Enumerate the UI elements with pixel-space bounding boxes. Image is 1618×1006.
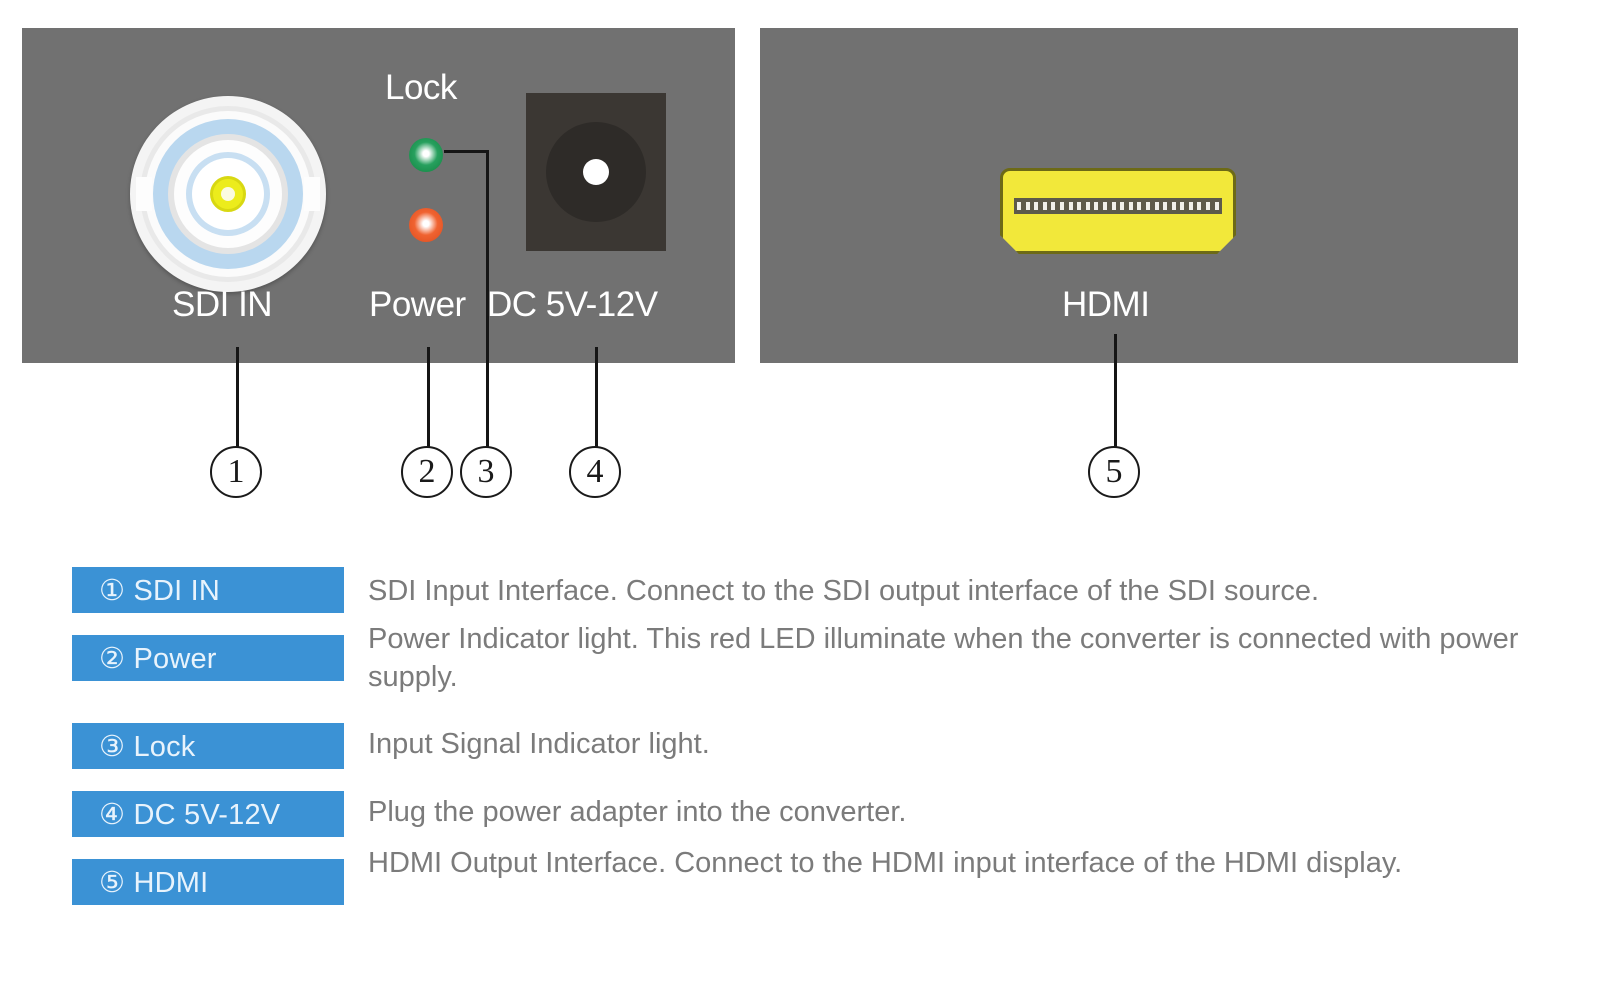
hdmi-pin [1025, 202, 1030, 210]
leader-line-2 [427, 347, 430, 447]
hdmi-pin [1128, 202, 1133, 210]
hdmi-pin [1017, 202, 1021, 210]
callout-circle-3: 3 [460, 446, 512, 498]
hdmi-pin [1145, 202, 1150, 210]
legend-chip-lock[interactable]: ③ Lock [72, 723, 344, 769]
power-led-indicator [409, 208, 443, 242]
hdmi-pin [1059, 202, 1064, 210]
legend-chip-hdmi[interactable]: ⑤ HDMI [72, 859, 344, 905]
legend-chip-sdi-in[interactable]: ① SDI IN [72, 567, 344, 613]
lock-panel-label: Lock [385, 68, 457, 107]
legend-description-power: Power Indicator light. This red LED illu… [368, 623, 1519, 694]
hdmi-pin [1102, 202, 1107, 210]
dc-power-jack-icon [526, 93, 666, 251]
hdmi-pin [1085, 202, 1090, 210]
leader-line-3-vertical [486, 150, 489, 447]
legend-description-dc: Plug the power adapter into the converte… [368, 796, 907, 828]
hdmi-pin [1188, 202, 1193, 210]
hdmi-pin [1171, 202, 1176, 210]
hdmi-pin [1163, 202, 1168, 210]
leader-line-1 [236, 347, 239, 447]
hdmi-pin [1034, 202, 1039, 210]
hdmi-pin [1120, 202, 1125, 210]
hdmi-pin-slot [1014, 198, 1222, 214]
hdmi-pin [1094, 202, 1099, 210]
callout-circle-1: 1 [210, 446, 262, 498]
hdmi-connector-icon [1000, 168, 1236, 254]
bnc-bayonet-notch-left [136, 177, 152, 211]
dc-panel-label: DC 5V-12V [487, 285, 658, 324]
legend-description-hdmi: HDMI Output Interface. Connect to the HD… [368, 847, 1403, 879]
callout-circle-2: 2 [401, 446, 453, 498]
hdmi-pin [1068, 202, 1073, 210]
sdi-in-panel-label: SDI IN [172, 285, 273, 324]
hdmi-pin [1206, 202, 1211, 210]
hdmi-pin [1180, 202, 1185, 210]
legend-chip-dc[interactable]: ④ DC 5V-12V [72, 791, 344, 837]
hdmi-pin [1137, 202, 1142, 210]
legend-description-sdi-in: SDI Input Interface. Connect to the SDI … [368, 575, 1320, 607]
hdmi-pin [1077, 202, 1082, 210]
sdi-bnc-connector-icon [130, 96, 326, 292]
hdmi-pin [1154, 202, 1159, 210]
leader-line-4 [595, 347, 598, 447]
leader-line-5 [1114, 334, 1117, 447]
legend-chip-power[interactable]: ② Power [72, 635, 344, 681]
hdmi-pin [1214, 202, 1219, 210]
hdmi-pin [1197, 202, 1202, 210]
hdmi-pin [1111, 202, 1116, 210]
bnc-center-pin-core [221, 187, 235, 201]
bnc-bayonet-notch-right [304, 177, 320, 211]
hdmi-pin [1042, 202, 1047, 210]
legend-description-lock: Input Signal Indicator light. [368, 728, 710, 760]
hdmi-panel-label: HDMI [1062, 285, 1150, 324]
lock-led-indicator [409, 138, 443, 172]
leader-line-3-horizontal [444, 150, 489, 153]
dc-jack-center-pin [583, 159, 609, 185]
hdmi-pin [1051, 202, 1056, 210]
power-panel-label: Power [369, 285, 466, 324]
callout-circle-4: 4 [569, 446, 621, 498]
callout-circle-5: 5 [1088, 446, 1140, 498]
